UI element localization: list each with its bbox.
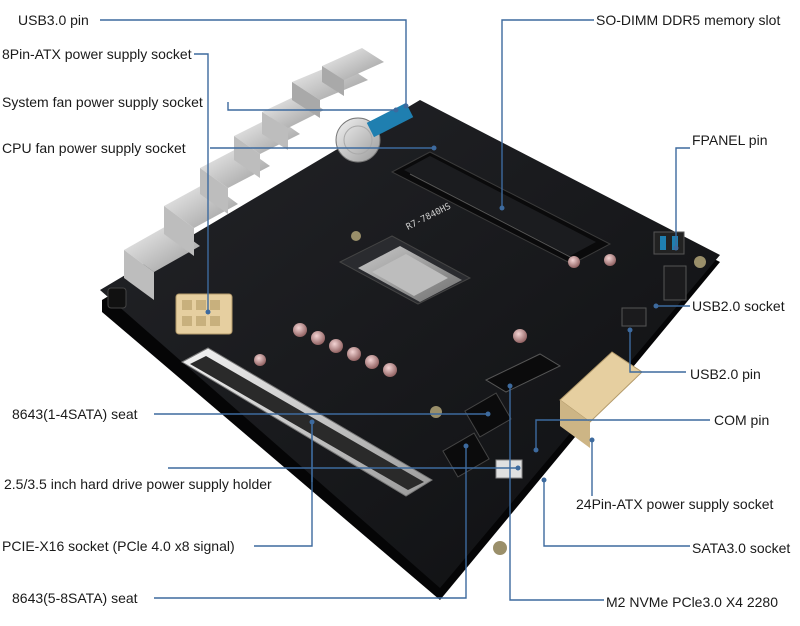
label-sata-8643-1-4: 8643(1-4SATA) seat <box>10 406 140 422</box>
label-m2-nvme: M2 NVMe PCle3.0 X4 2280 <box>604 594 780 610</box>
label-hdd-power: 2.5/3.5 inch hard drive power supply hol… <box>2 476 274 492</box>
mounting-holes <box>351 231 706 555</box>
label-cpu-fan: CPU fan power supply socket <box>0 140 188 156</box>
right-headers <box>621 231 687 327</box>
m2-slot <box>484 353 562 393</box>
label-system-fan: System fan power supply socket <box>0 94 205 110</box>
label-atx24-socket: 24Pin-ATX power supply socket <box>574 496 776 512</box>
leader-dots <box>205 103 679 483</box>
hdd-power-holder <box>495 459 523 479</box>
label-usb30-pin: USB3.0 pin <box>16 12 91 28</box>
cmos-battery <box>335 117 381 163</box>
usb30-header <box>366 102 414 138</box>
label-com-pin: COM pin <box>712 412 772 428</box>
label-pcie: PCIE-X16 socket (PCle 4.0 x8 signal) <box>0 538 237 554</box>
leader-lines <box>100 19 710 601</box>
atx8-connector <box>175 293 233 335</box>
usb-ports-stack <box>292 48 384 118</box>
label-sodimm: SO-DIMM DDR5 memory slot <box>594 12 783 28</box>
audio-jack <box>107 287 127 309</box>
label-sata30-socket: SATA3.0 socket <box>690 540 793 556</box>
ethernet-ports <box>124 94 324 300</box>
label-sata-8643-5-8: 8643(5-8SATA) seat <box>10 590 140 606</box>
pcie-slot <box>180 347 433 497</box>
label-usb20-pin: USB2.0 pin <box>688 366 763 382</box>
label-usb20-socket: USB2.0 socket <box>690 298 787 314</box>
label-atx8-socket: 8Pin-ATX power supply socket <box>0 46 194 62</box>
label-fpanel: FPANEL pin <box>690 132 770 148</box>
capacitors <box>254 254 616 377</box>
